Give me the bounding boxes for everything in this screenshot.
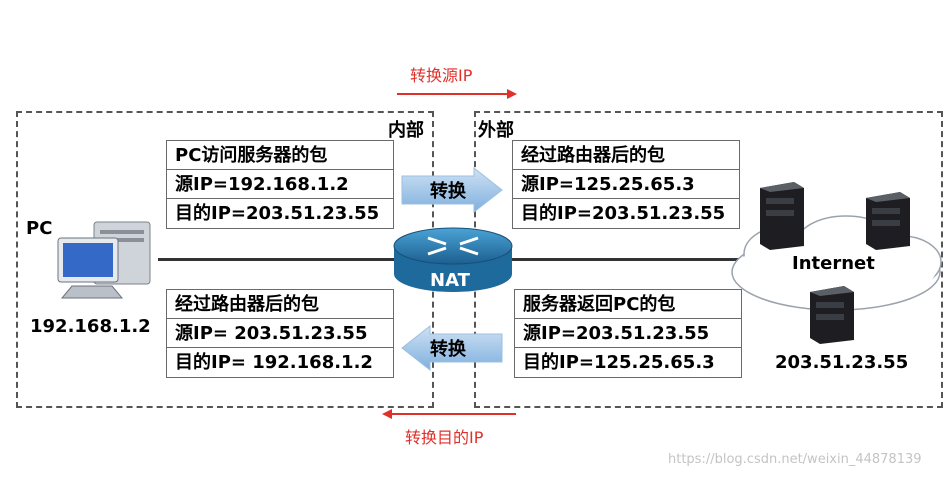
packet-title: 经过路由器后的包 [167, 290, 393, 319]
packet-table-top-left: PC访问服务器的包 源IP=192.168.1.2 目的IP=203.51.23… [166, 140, 394, 229]
server-icon [760, 182, 804, 250]
watermark: https://blog.csdn.net/weixin_44878139 [668, 452, 922, 467]
top-arrow-label: 转换源IP [410, 66, 473, 85]
internet-label: Internet [792, 253, 875, 274]
packet-table-bottom-right: 服务器返回PC的包 源IP=203.51.23.55 目的IP=125.25.6… [514, 289, 742, 378]
packet-dst-ip: 目的IP=203.51.23.55 [175, 203, 380, 224]
router-label: NAT [430, 270, 470, 291]
packet-title: PC访问服务器的包 [167, 141, 393, 170]
pc-label: PC [26, 218, 53, 239]
packet-table-bottom-left: 经过路由器后的包 源IP= 203.51.23.55 目的IP= 192.168… [166, 289, 394, 378]
bottom-arrow-label: 转换目的IP [405, 428, 484, 447]
bottom-red-arrow [382, 409, 516, 419]
pc-icon [57, 221, 151, 299]
top-red-arrow [397, 89, 517, 99]
packet-dst-ip: 目的IP=203.51.23.55 [521, 203, 726, 224]
server-ip: 203.51.23.55 [775, 352, 909, 373]
packet-src-ip: 源IP= 203.51.23.55 [167, 319, 393, 348]
inside-zone-label: 内部 [386, 116, 426, 142]
outside-zone-label: 外部 [476, 116, 516, 142]
packet-title: 服务器返回PC的包 [515, 290, 741, 319]
server-icon [810, 286, 854, 344]
packet-dst-ip: 目的IP=125.25.65.3 [523, 352, 715, 373]
convert-left-arrow [401, 324, 503, 372]
pc-ip: 192.168.1.2 [30, 316, 151, 337]
packet-src-ip: 源IP=125.25.65.3 [513, 170, 739, 199]
packet-src-ip: 源IP=192.168.1.2 [167, 170, 393, 199]
packet-table-top-right: 经过路由器后的包 源IP=125.25.65.3 目的IP=203.51.23.… [512, 140, 740, 229]
convert-left-label: 转换 [430, 339, 466, 360]
convert-right-label: 转换 [430, 181, 466, 202]
internet-cloud-icon [731, 215, 942, 311]
server-icon [866, 192, 910, 250]
packet-title: 经过路由器后的包 [513, 141, 739, 170]
convert-right-arrow [401, 166, 503, 214]
packet-src-ip: 源IP=203.51.23.55 [515, 319, 741, 348]
router-icon [393, 227, 513, 292]
packet-dst-ip: 目的IP= 192.168.1.2 [175, 352, 373, 373]
